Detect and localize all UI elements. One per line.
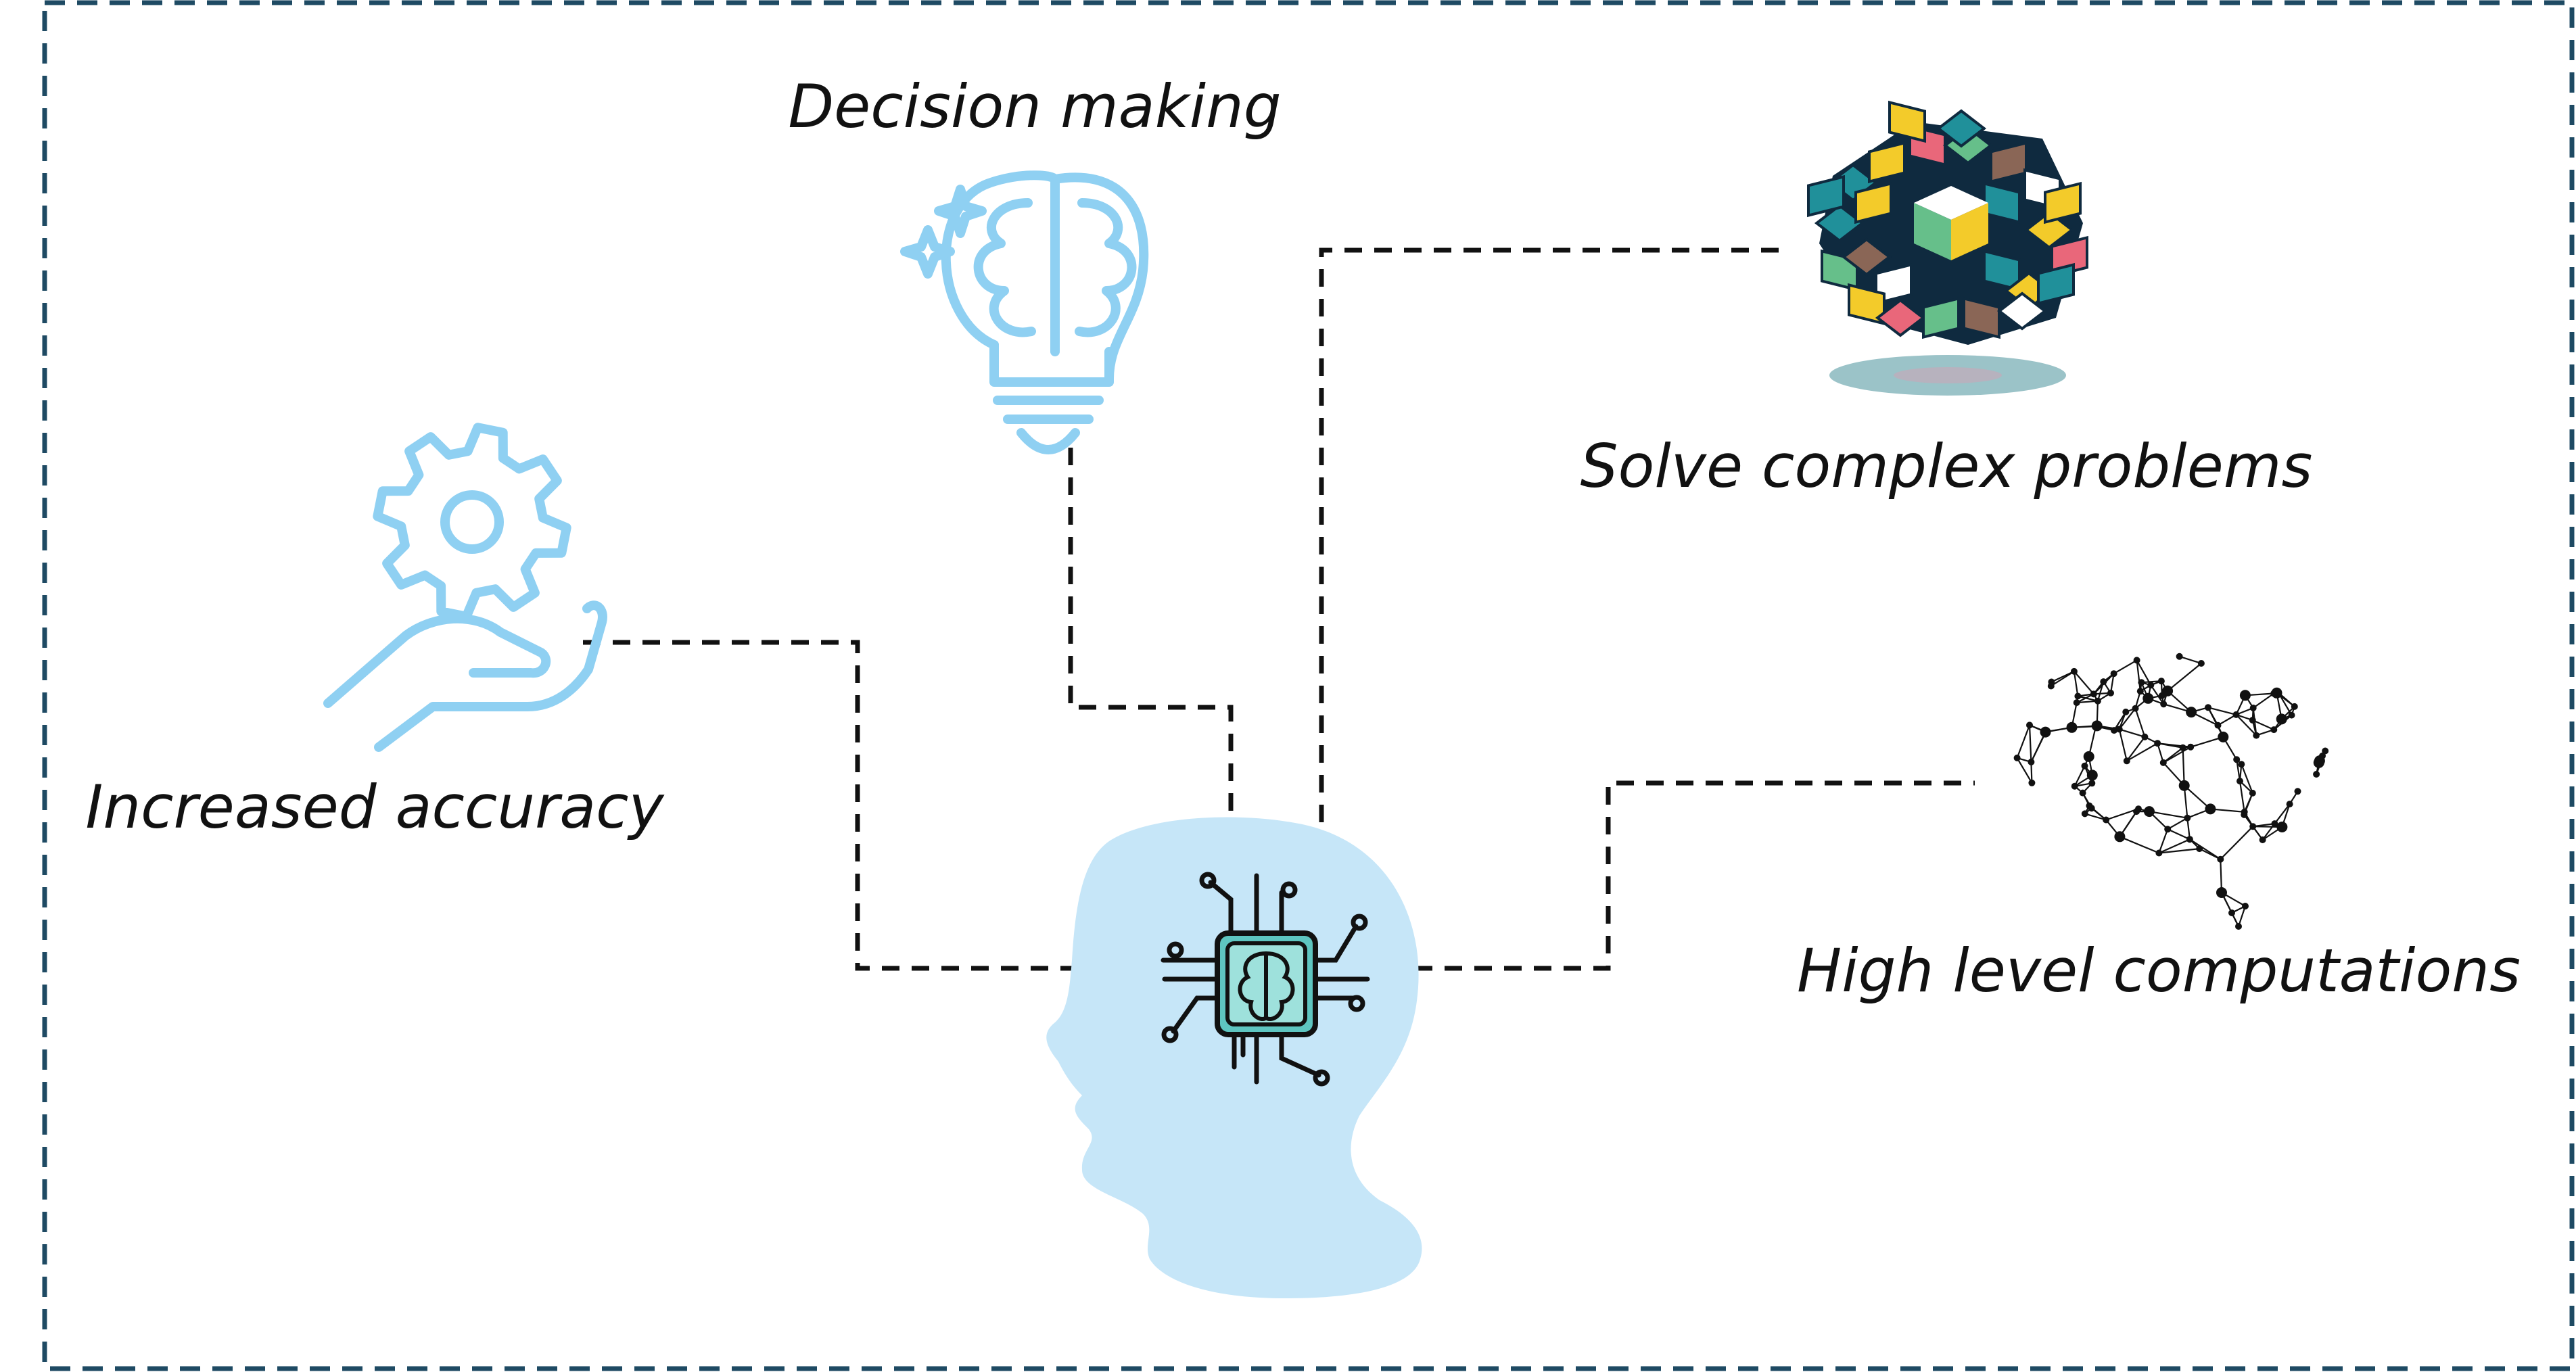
connectors <box>583 247 1975 971</box>
neural-network-brain-icon <box>2013 653 2329 930</box>
ai-head-chip-icon <box>1046 817 1422 1298</box>
gear-icon <box>373 423 571 621</box>
label-high-level-computations: High level computations <box>1797 936 2521 1006</box>
label-solve-complex-problems: Solve complex problems <box>1580 431 2313 501</box>
brain-lightbulb-icon <box>900 170 1149 454</box>
label-decision-making: Decision making <box>788 72 1281 141</box>
rubiks-cube-icon <box>1807 100 2088 396</box>
connector-solve <box>1319 247 1785 822</box>
hand-gear-icon <box>323 423 607 752</box>
connector-computations <box>1415 780 1975 971</box>
connector-decision <box>1068 448 1234 817</box>
label-increased-accuracy: Increased accuracy <box>85 772 665 842</box>
